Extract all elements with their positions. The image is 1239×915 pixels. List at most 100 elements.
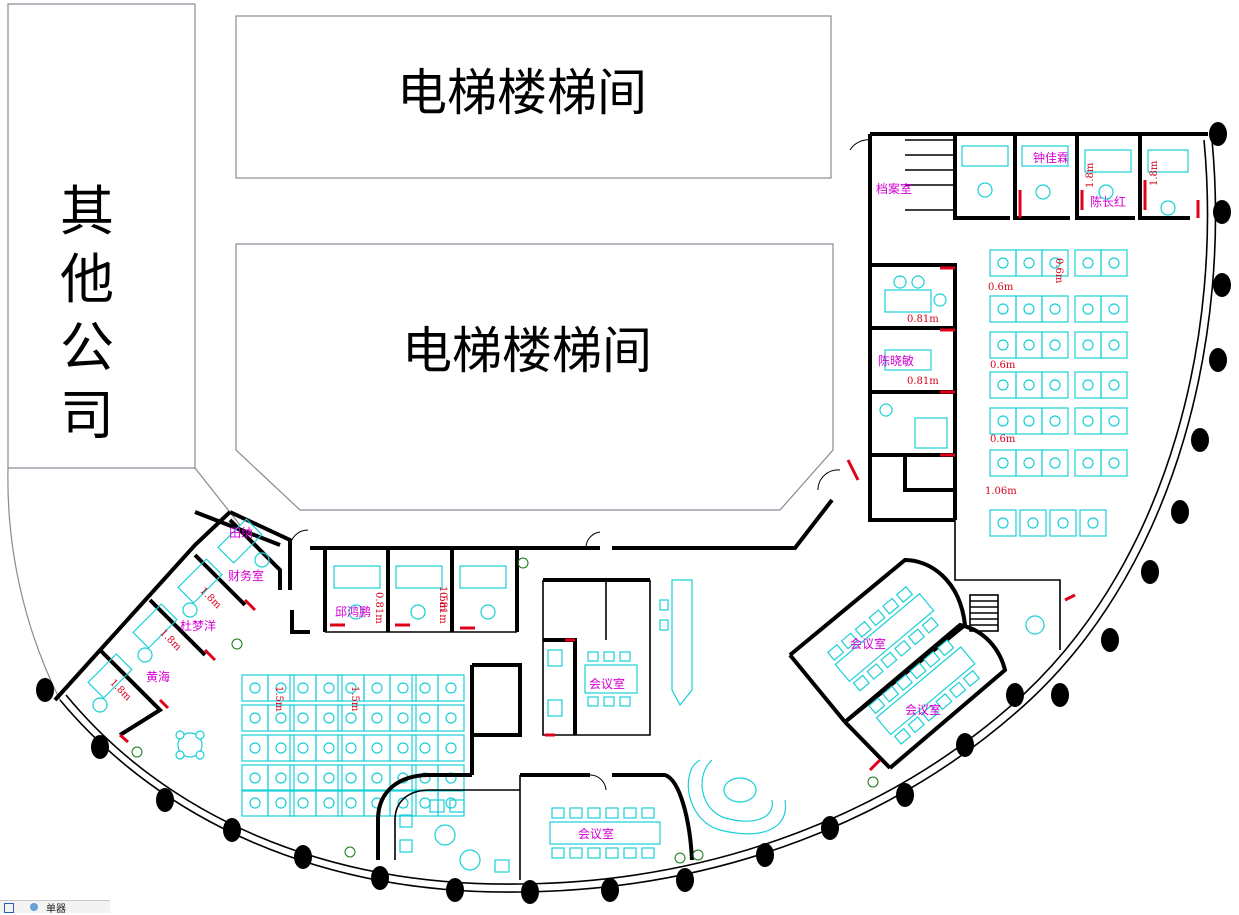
facade-pillar bbox=[223, 818, 241, 842]
workstation-chair bbox=[397, 797, 409, 809]
dim-15-b: 1.5m bbox=[349, 686, 360, 712]
workstation-chair bbox=[345, 797, 357, 809]
workstation-desk bbox=[1041, 449, 1069, 477]
workstation-chair bbox=[249, 682, 261, 694]
facade-pillar bbox=[821, 816, 839, 840]
workstation-chair bbox=[1108, 303, 1120, 315]
workstation-desk bbox=[267, 734, 295, 762]
workstation-chair bbox=[345, 682, 357, 694]
workstation-cluster-right bbox=[989, 249, 1128, 537]
facade-pillar bbox=[1191, 428, 1209, 452]
middle-offices-row: 邱鸿鹏 0.81m 0.81m bbox=[289, 529, 601, 634]
workstation-chair bbox=[419, 712, 431, 724]
facade-pillar bbox=[371, 866, 389, 890]
workstation-desk bbox=[1100, 371, 1128, 399]
workstation-chair bbox=[1023, 339, 1035, 351]
facade-pillar bbox=[1171, 500, 1189, 524]
workstation-chair bbox=[1108, 257, 1120, 269]
workstation-chair bbox=[297, 682, 309, 694]
facade-pillar bbox=[676, 868, 694, 892]
workstation-desk bbox=[389, 704, 417, 732]
dim-06-a: 0.6m bbox=[1053, 258, 1064, 284]
workstation-desk bbox=[437, 704, 465, 732]
facade-pillar bbox=[1141, 560, 1159, 584]
workstation-chair bbox=[275, 772, 287, 784]
workstation-desk bbox=[363, 704, 391, 732]
workstation-desk bbox=[1015, 249, 1043, 277]
chen-changhong-label: 陈长红 bbox=[1090, 194, 1126, 209]
workstation-desk bbox=[1015, 449, 1043, 477]
elevator-stair-mid-label: 电梯楼梯间 bbox=[402, 322, 652, 380]
workstation-desk bbox=[315, 734, 343, 762]
workstation-desk bbox=[437, 764, 465, 792]
workstation-desk bbox=[989, 509, 1017, 537]
workstation-chair bbox=[371, 712, 383, 724]
workstation-desk bbox=[1100, 295, 1128, 323]
workstation-desk bbox=[315, 764, 343, 792]
workstation-desk bbox=[1100, 249, 1128, 277]
workstation-chair bbox=[1108, 339, 1120, 351]
workstation-chair bbox=[1049, 457, 1061, 469]
huang-hai-label: 黄海 bbox=[146, 669, 170, 684]
workstation-chair bbox=[1049, 303, 1061, 315]
workstation-chair bbox=[1023, 379, 1035, 391]
workstation-chair bbox=[445, 742, 457, 754]
workstation-chair bbox=[445, 682, 457, 694]
workstation-desk bbox=[989, 295, 1017, 323]
user-icon[interactable] bbox=[30, 903, 38, 911]
left-lobby-walls bbox=[175, 663, 522, 775]
workstation-desk bbox=[1074, 371, 1102, 399]
workstation-desk bbox=[1015, 407, 1043, 435]
workstation-chair bbox=[997, 379, 1009, 391]
workstation-chair bbox=[1049, 415, 1061, 427]
workstation-desk bbox=[989, 371, 1017, 399]
workstation-chair bbox=[371, 742, 383, 754]
facade-pillar bbox=[1209, 348, 1227, 372]
workstation-chair bbox=[249, 712, 261, 724]
other-company-char: 其 bbox=[60, 180, 114, 243]
facade-pillar bbox=[1051, 683, 1069, 707]
workstation-desk bbox=[315, 789, 343, 817]
top-right-offices: 档案室 钟佳霖 陈长红 1.8m 1.8m bbox=[849, 134, 1200, 220]
meeting-bottom-label: 会议室 bbox=[578, 826, 614, 841]
tian-na-label: 田纳 bbox=[229, 526, 253, 540]
right-meeting-rooms: 会议室 会议室 bbox=[788, 520, 1076, 772]
workstation-desk bbox=[1015, 371, 1043, 399]
facade-pillar bbox=[601, 878, 619, 902]
other-company-char: 公 bbox=[60, 316, 114, 379]
facade-pillar bbox=[756, 843, 774, 867]
workstation-desk bbox=[989, 449, 1017, 477]
dim-18-e: 1.8m bbox=[197, 586, 223, 612]
workstation-desk bbox=[363, 674, 391, 702]
dim-081-c: 0.81m bbox=[373, 592, 384, 624]
workstation-desk bbox=[1041, 249, 1069, 277]
workstation-desk bbox=[1074, 249, 1102, 277]
workstation-desk bbox=[437, 734, 465, 762]
workstation-desk bbox=[1074, 449, 1102, 477]
left-cluster-dims: 1.5m 1.5m 1.5m bbox=[273, 586, 448, 712]
workstation-chair bbox=[297, 772, 309, 784]
facade-pillar bbox=[294, 845, 312, 869]
dim-15-c: 1.5m bbox=[437, 586, 448, 612]
workstation-chair bbox=[323, 742, 335, 754]
workstation-desk bbox=[315, 704, 343, 732]
workstation-chair bbox=[1108, 415, 1120, 427]
finance-label: 财务室 bbox=[228, 568, 264, 583]
workstation-chair bbox=[249, 797, 261, 809]
workstation-chair bbox=[1082, 415, 1094, 427]
workstation-chair bbox=[371, 772, 383, 784]
workstation-chair bbox=[1023, 457, 1035, 469]
dim-18-a: 1.8m bbox=[1085, 162, 1096, 188]
workstation-chair bbox=[1087, 517, 1099, 529]
workstation-desk bbox=[1041, 407, 1069, 435]
taskbar: 单器 bbox=[0, 900, 110, 915]
workstation-desk bbox=[1015, 331, 1043, 359]
facade-pillar bbox=[446, 878, 464, 902]
workstation-desk bbox=[267, 764, 295, 792]
elevator-stair-top-label: 电梯楼梯间 bbox=[397, 64, 647, 122]
workstation-chair bbox=[419, 797, 431, 809]
workstation-chair bbox=[323, 712, 335, 724]
workstation-chair bbox=[297, 797, 309, 809]
workstation-chair bbox=[997, 457, 1009, 469]
